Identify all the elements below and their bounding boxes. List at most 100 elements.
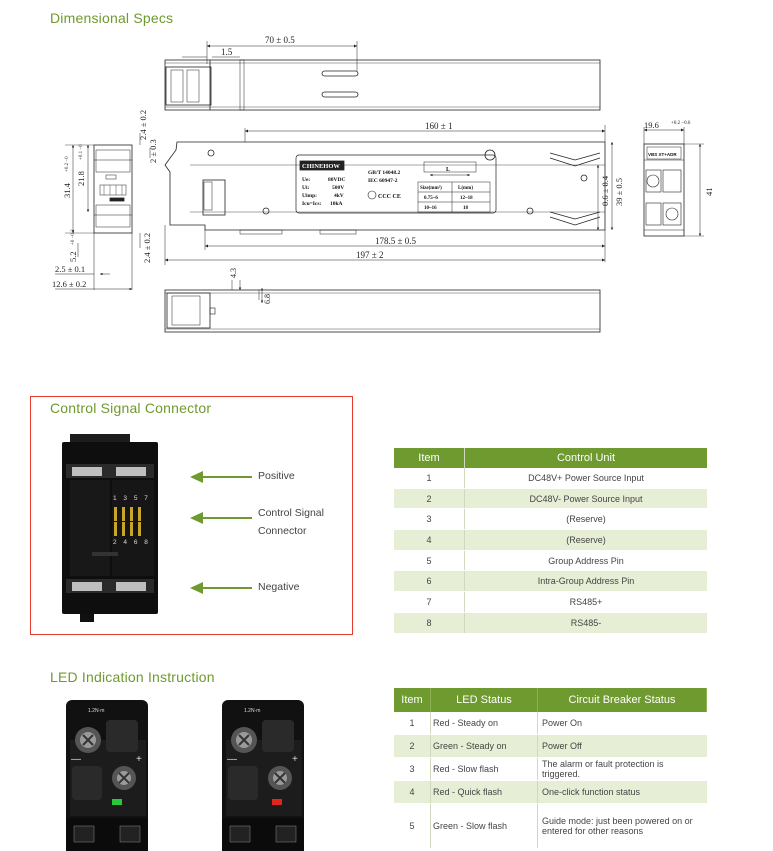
nameplate-size-r2c2: 18 [463,206,469,211]
dim-length-inner: 178.5 ± 0.5 [375,236,416,246]
led-status: Red - Quick flash [430,780,538,804]
led-status: Green - Steady on [430,734,538,758]
nameplate-brand: CHINEHOW [302,163,340,170]
nameplate-ue-label: Ue: [302,177,310,183]
dim-height-left: 31.4 [62,182,72,198]
nameplate-ue-value: 80VDC [328,177,345,183]
nameplate-size-r1c1: 0.75~6 [424,196,438,201]
table-row: 2 Green - Steady on Power Off [394,734,707,758]
control-unit: DC48V+ Power Source Input [464,468,707,489]
breaker-status: One-click function status [537,780,707,804]
pins-top-label: 1 3 5 7 [113,495,150,502]
led-item: 4 [394,780,431,804]
dim-h5-2-tol: +0 −0.2 [71,229,76,245]
dim-length-total: 197 ± 2 [356,250,383,260]
control-unit: (Reserve) [464,508,707,531]
led-item: 5 [394,803,431,849]
dim-side-h39: 39 ± 0.5 [614,178,624,206]
control-header-item: Item [394,448,465,468]
dim-h5-2: 5.2 [68,251,78,262]
svg-text:+: + [292,754,298,765]
led-photo-red: 1.2N·m — + [222,700,304,851]
breaker-status: Power On [537,712,707,735]
dim-h2-4-bot: 2.4 ± 0.2 [142,233,152,263]
dim-top-width: 70 ± 0.5 [265,35,295,45]
control-unit: (Reserve) [464,529,707,551]
top-view [164,59,601,111]
nameplate-uimp-value: 4kV [334,193,344,199]
control-label-line1: Control Signal [258,507,324,519]
nameplate-l-label: L [446,167,450,173]
control-unit: RS485+ [464,591,707,613]
table-row: 5 Green - Slow flash Guide mode: just be… [394,803,707,849]
svg-text:—: — [227,754,237,765]
nameplate-std1: GB/T 14048.2 [368,170,401,176]
nameplate-size-r1c2: 12~18 [460,196,473,201]
control-unit: Group Address Pin [464,550,707,572]
control-unit: DC48V- Power Source Input [464,488,707,510]
nameplate-icu-label: Icu=Ics: [302,201,321,207]
breaker-status: Power Off [537,734,707,758]
positive-label: Positive [258,470,295,482]
front-view [164,141,606,235]
dim-v6-8: 6.8 [263,294,272,304]
dim-w12-6: 12.6 ± 0.2 [52,279,86,289]
negative-label: Negative [258,581,300,593]
led-status: Green - Slow flash [430,803,538,849]
control-unit: RS485- [464,612,707,634]
led-status-table: Item LED Status Circuit Breaker Status 1… [394,688,707,849]
table-row: 3(Reserve) [394,508,707,531]
control-item: 6 [394,570,465,593]
dim-h21: 21.8 [76,171,86,186]
led-header-breaker: Circuit Breaker Status [537,688,707,712]
control-item: 5 [394,550,465,572]
led-item: 3 [394,757,431,781]
torque-label-2: 1.2N·m [244,708,260,714]
table-row: 3 Red - Slow flash The alarm or fault pr… [394,757,707,781]
dimensional-specs-title: Dimensional Specs [50,10,174,26]
nameplate-size-head: Size(mm²) [420,185,442,191]
breaker-status: The alarm or fault protection is trigger… [537,757,707,781]
dim-main-length: 160 ± 1 [425,121,452,131]
dim-h21-tol: +0.1 −0 [79,144,84,160]
nameplate-ui-value: 500V [332,185,344,191]
nameplate-size-r2c1: 10~16 [424,206,437,211]
control-connector-box [30,396,353,635]
control-item: 3 [394,508,465,531]
table-row: 1 Red - Steady on Power On [394,712,707,735]
side-view-label: VBS XT+ADR [648,152,677,157]
dim-side-h41: 41 [704,188,714,197]
led-photo-green: 1.2N·m — + [66,700,148,851]
control-item: 2 [394,488,465,510]
svg-text:—: — [71,754,81,765]
control-item: 4 [394,529,465,551]
nameplate-ui-label: Ui: [302,185,310,191]
bottom-view [164,280,601,333]
pins-bottom-label: 2 4 6 8 [113,539,150,546]
control-item: 8 [394,612,465,634]
control-item: 7 [394,591,465,613]
dim-h2-4-top: 2.4 ± 0.2 [138,110,148,140]
dimensional-drawing: 70 ± 0.5 1.5 160 ± 1 178.5 ± 0.5 197 ± 2… [52,35,714,333]
led-item: 1 [394,712,431,735]
svg-text:+: + [136,754,142,765]
dim-side-h0-6: 0.6 ± 0.4 [600,175,610,206]
table-row: 4 Red - Quick flash One-click function s… [394,780,707,804]
nameplate-icu-value: 10kA [330,201,343,207]
nameplate-l-head: L(mm) [458,186,473,191]
led-status: Red - Slow flash [430,757,538,781]
right-end-view [643,143,685,237]
nameplate-uimp-label: Uimp: [302,193,317,199]
breaker-status: Guide mode: just been powered on or ente… [537,803,707,849]
nameplate-cert: CCC CE [378,194,401,200]
control-item: 1 [394,468,465,489]
led-indication-title: LED Indication Instruction [50,669,215,685]
dim-side-width-tol: +0.2 −0.6 [671,121,691,126]
dim-v4-3: 4.3 [229,268,238,278]
